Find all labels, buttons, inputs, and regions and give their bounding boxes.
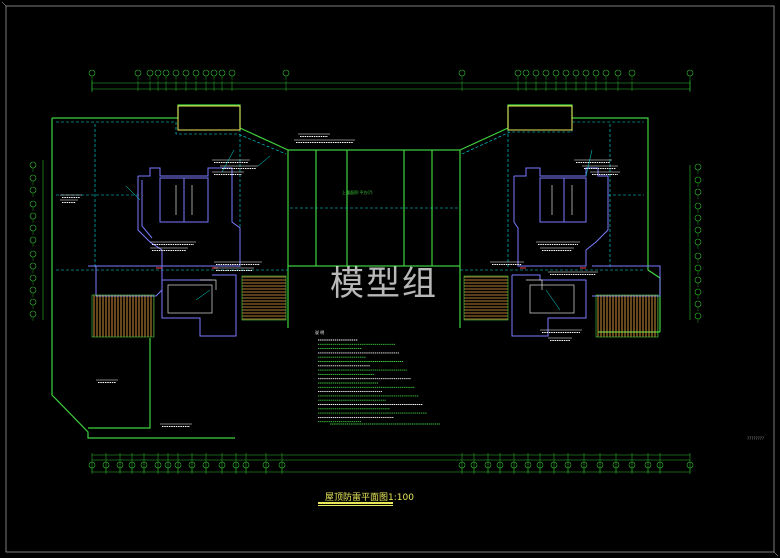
axis-bubble [282,69,290,77]
axis-bubble [202,69,210,77]
axis-bubble [146,69,154,77]
axis-bubble [29,250,37,258]
axis-bubble [592,69,600,77]
axis-bubble [694,202,702,210]
left-core [88,167,241,337]
axis-bubble [228,69,236,77]
axis-bubble [29,200,37,208]
axis-bubble [514,69,522,77]
design-notes [318,339,440,425]
top-axis-bubbles [88,69,694,80]
drawing-title: 屋顶防雷平面图1:100 [325,493,414,503]
axis-bubble [192,69,200,77]
axis-bubble [29,174,37,182]
side-dimension-lines [42,160,691,320]
axis-bubble [694,300,702,308]
axis-bubble [29,224,37,232]
bottom-dimension-chain [92,454,690,473]
top-dimension-chain [91,80,691,92]
axis-bubble [88,69,96,77]
axis-bubble [134,69,142,77]
title-underline [318,502,393,504]
axis-bubble [694,264,702,272]
axis-bubble [29,161,37,169]
axis-bubble [694,226,702,234]
axis-bubble [29,236,37,244]
axis-bubble [542,69,550,77]
axis-bubble [522,69,530,77]
axis-bubble [694,163,702,171]
axis-bubble [694,188,702,196]
roof-tanks [177,105,573,131]
lift-detail-boxes [167,185,575,314]
right-core [511,167,661,337]
axis-bubble [686,69,694,77]
axis-bubble [694,238,702,246]
title-underline-thin [318,505,393,506]
center-area-label: 上露面积:平方(?) [342,189,373,195]
axis-bubble [562,69,570,77]
axis-bubble [29,186,37,194]
hatched-roof-areas [91,275,659,338]
axis-bubble [602,69,610,77]
bottom-axis-bubbles [88,461,694,472]
axis-bubble [29,286,37,294]
notes-heading: 说 明 [315,329,324,335]
left-axis-bubbles [29,161,37,321]
axis-bubble [694,312,702,320]
axis-bubble [532,69,540,77]
axis-bubble [694,214,702,222]
axis-bubble [182,69,190,77]
axis-bubble [172,69,180,77]
axis-bubble [694,276,702,284]
axis-bubble [458,69,466,77]
watermark: 模型组 [330,264,438,304]
axis-bubble [210,69,218,77]
axis-bubble [694,288,702,296]
axis-bubble [572,69,580,77]
axis-bubble [29,274,37,282]
axis-bubble [154,69,162,77]
right-axis-bubbles [694,163,702,323]
drawing-frame [5,5,775,553]
axis-bubble [29,310,37,318]
stamp-text: ???????? [747,436,764,441]
axis-bubble [582,69,590,77]
axis-bubble [162,69,170,77]
axis-bubble [29,262,37,270]
axis-bubble [628,69,636,77]
axis-bubble [614,69,622,77]
axis-bubble [29,212,37,220]
axis-bubble [694,176,702,184]
axis-bubble [29,298,37,306]
axis-bubble [694,252,702,260]
axis-bubble [218,69,226,77]
axis-bubble [552,69,560,77]
annotation-leaders [60,133,620,427]
